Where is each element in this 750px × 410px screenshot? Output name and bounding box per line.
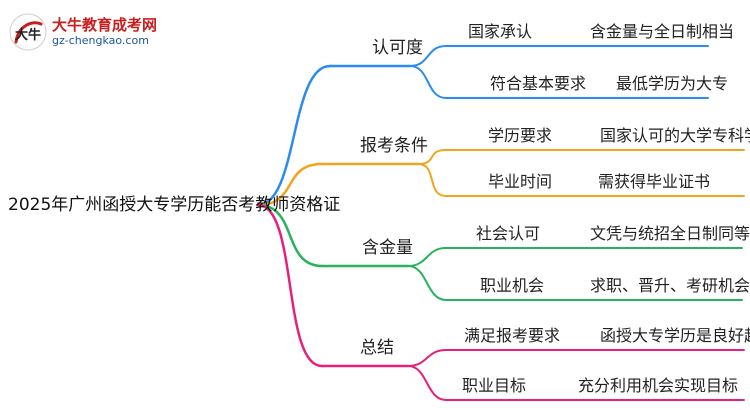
site-logo: 大牛 大牛教育成考网 gz-chengkao.com [8, 12, 168, 52]
leaf-key-3-1: 社会认可 [476, 224, 541, 243]
edge-branch-1-leaf-1 [409, 45, 447, 67]
edge-branch-4-leaf-1 [407, 349, 447, 367]
logo-title: 大牛教育成考网 [52, 16, 158, 34]
edge-root-branch-1 [256, 64, 332, 207]
edge-branch-1-leaf-2 [409, 65, 447, 99]
leaf-key-1-2: 符合基本要求 [490, 74, 587, 93]
branch-label-1: 认可度 [372, 38, 423, 58]
edge-root-branch-4 [256, 203, 324, 368]
edge-branch-4-leaf-2 [407, 365, 447, 401]
leaf-key-2-2: 毕业时间 [488, 172, 553, 191]
leaf-value-1-2: 最低学历为大专 [616, 74, 729, 93]
leaf-value-1-1: 含金量与全日制相当 [590, 22, 735, 41]
leaf-key-4-1: 满足报考要求 [464, 326, 561, 345]
leaf-value-4-2: 充分利用机会实现目标 [578, 376, 739, 395]
edge-branch-3-leaf-2 [407, 265, 447, 301]
leaf-value-2-2: 需获得毕业证书 [598, 172, 711, 191]
leaf-value-3-2: 求职、晋升、考研机会相同 [590, 276, 750, 295]
leaf-key-4-2: 职业目标 [462, 376, 527, 395]
leaf-value-3-1: 文凭与统招全日制同等效力 [590, 224, 750, 243]
leaf-value-2-1: 国家认可的大学专科学历 [600, 126, 750, 145]
logo-mark-icon: 大牛 [9, 13, 47, 51]
leaf-key-1-1: 国家承认 [468, 22, 533, 41]
root-topic: 2025年广州函授大专学历能否考教师资格证 [8, 195, 341, 215]
leaf-key-3-2: 职业机会 [480, 276, 545, 295]
branch-label-3: 含金量 [362, 238, 413, 258]
logo-url: gz-chengkao.com [52, 34, 149, 47]
edge-root-branch-2 [256, 162, 324, 207]
svg-text:大牛: 大牛 [15, 27, 41, 43]
branch-label-2: 报考条件 [360, 136, 428, 156]
edge-branch-3-leaf-1 [407, 247, 447, 267]
edge-branch-2-leaf-2 [417, 163, 447, 197]
edge-root-branch-3 [256, 203, 324, 268]
branch-label-4: 总结 [360, 338, 394, 358]
leaf-value-4-1: 函授大专学历是良好起点 [600, 326, 750, 345]
leaf-key-2-1: 学历要求 [488, 126, 553, 145]
